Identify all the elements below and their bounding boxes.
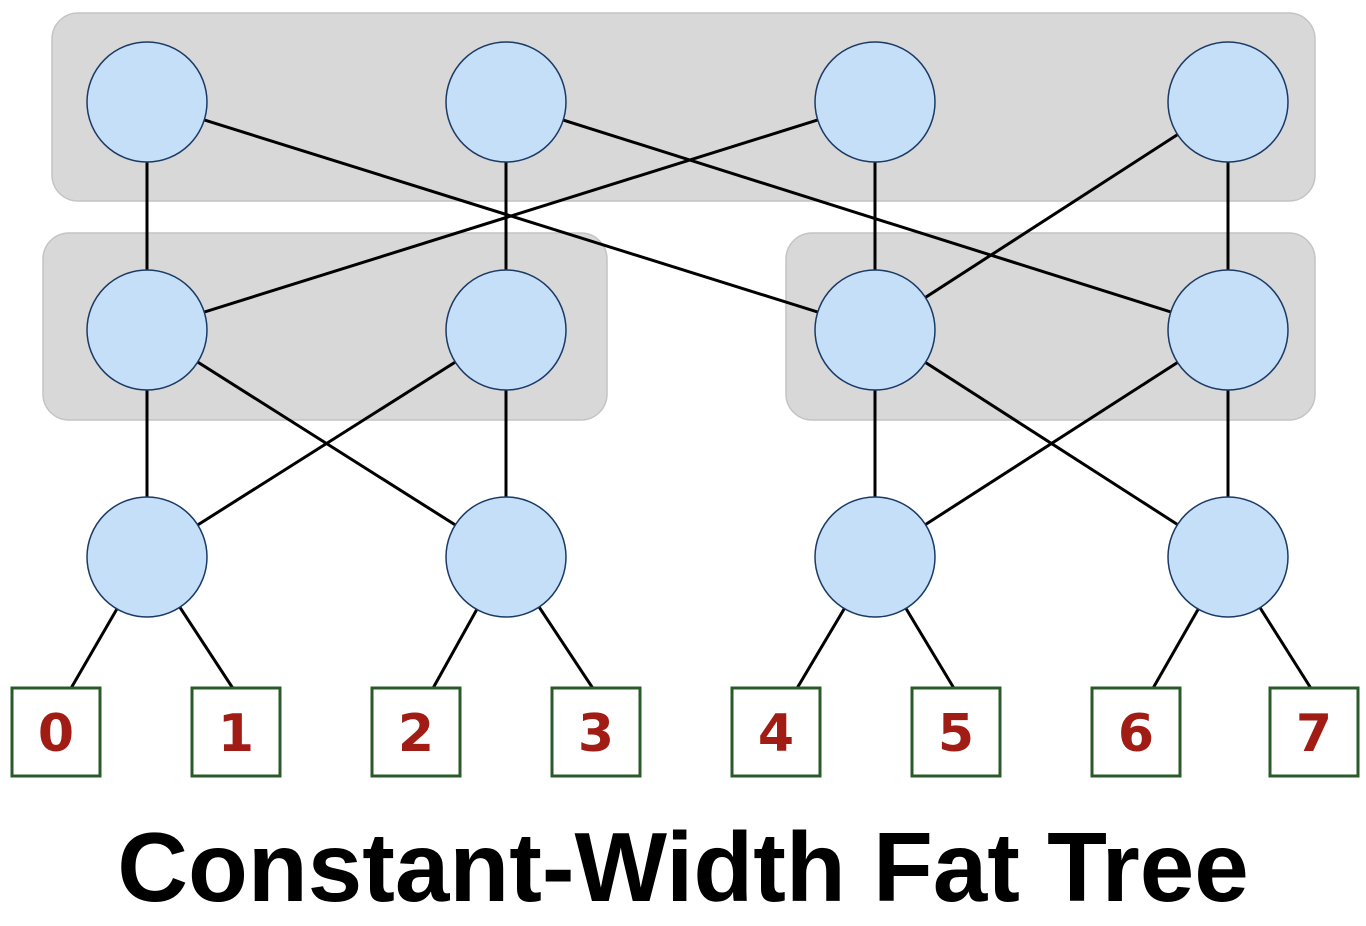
leaf-box [10,686,102,778]
leaf-label: 2 [398,704,434,764]
middle-level-nodes [86,269,1289,391]
leaf-label: 6 [1118,704,1154,764]
middle-right-group [785,232,1316,421]
leaf-label: 3 [578,704,614,764]
top-level-nodes [86,41,1289,163]
bottom-level-nodes [86,496,1289,618]
leaf-box [550,686,642,778]
leaf-node: 0 [10,686,102,778]
leaf-label: 1 [218,704,254,764]
leaf-label: 5 [938,704,974,764]
link [146,328,507,559]
leaf-box [1268,686,1360,778]
switch-node [1167,269,1289,391]
leaf-node: 6 [1090,686,1182,778]
switch-node [814,269,936,391]
leaf-label: 4 [758,704,794,764]
switch-node [445,41,567,163]
link [146,100,876,332]
leaf-box [730,686,822,778]
link [505,100,1229,332]
leaf-node: 7 [1268,686,1360,778]
leaf-box [1090,686,1182,778]
leaf-box [910,686,1002,778]
leaf-node: 2 [370,686,462,778]
switch-node [86,41,208,163]
diagram-title: Constant-Width Fat Tree [117,812,1249,922]
switch-node [445,269,567,391]
leaf-label: 0 [38,704,74,764]
switch-node [86,496,208,618]
leaf-box [190,686,282,778]
leaf-node: 5 [910,686,1002,778]
leaf-label: 7 [1296,704,1332,764]
links-bottom-leaves [68,556,1314,691]
link [874,328,1229,559]
switch-node [1167,41,1289,163]
top-level-group [51,12,1316,202]
leaf-node: 3 [550,686,642,778]
leaf-box [370,686,462,778]
switch-node [1167,496,1289,618]
switch-node [814,496,936,618]
leaf-node: 1 [190,686,282,778]
link [874,100,1229,332]
switch-node [445,496,567,618]
switch-node [86,269,208,391]
leaf-nodes: 0 1 2 3 4 5 6 7 [10,686,1360,778]
switch-node [814,41,936,163]
leaf-node: 4 [730,686,822,778]
